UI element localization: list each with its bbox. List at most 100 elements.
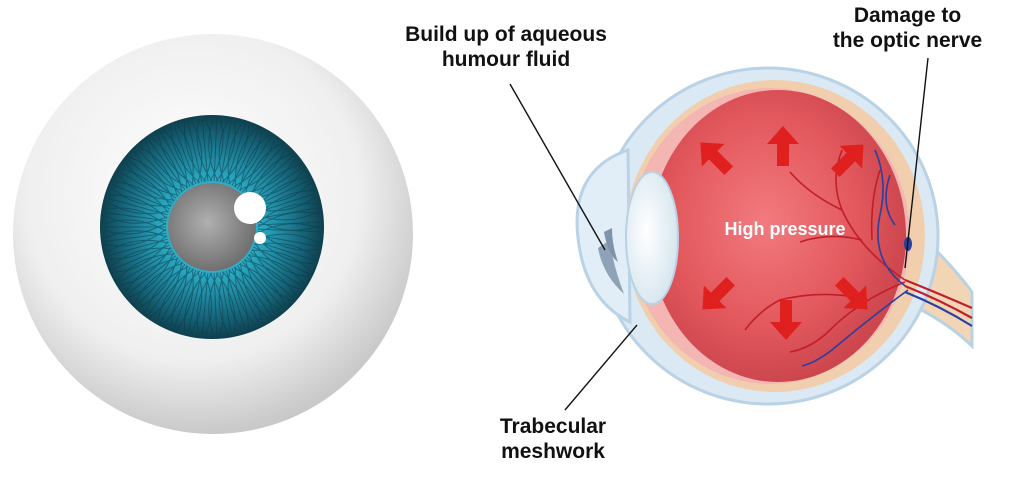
iris-fiber — [201, 272, 209, 335]
pressure-arrow-icon — [702, 277, 735, 310]
iris-fiber — [240, 134, 270, 192]
iris-fiber — [244, 258, 281, 311]
iris-fibers — [103, 118, 321, 336]
iris-fiber — [145, 141, 189, 188]
iris-fiber — [104, 232, 167, 242]
iris-fiber — [238, 147, 286, 191]
iris-fiber — [227, 269, 243, 331]
iris-fiber — [129, 252, 175, 298]
iris-fiber — [250, 251, 303, 287]
iris-fiber — [246, 256, 294, 299]
iris-fiber — [257, 203, 318, 224]
iris-fiber — [215, 121, 236, 182]
lens — [625, 171, 679, 305]
iris-fiber — [243, 259, 296, 296]
iris-fiber — [103, 219, 167, 232]
iris-fiber — [225, 270, 246, 330]
iris-fiber — [127, 159, 177, 199]
iris-fiber — [163, 130, 188, 189]
iris-fiber — [173, 269, 197, 329]
iris-fiber — [107, 238, 168, 257]
label-aqueous-line-1: Build up of aqueous — [405, 23, 607, 46]
front-eyeball — [13, 34, 413, 434]
pressure-arrow-icon — [700, 142, 733, 175]
iris-fiber — [218, 271, 229, 335]
iris-fiber — [104, 215, 168, 224]
label-trabecular-line-2: meshwork — [501, 440, 605, 463]
iris-fiber — [170, 127, 201, 184]
trabecular-meshwork-shape — [598, 240, 624, 294]
iris-fiber — [221, 125, 250, 183]
iris-fiber — [113, 240, 169, 273]
iris-fiber — [104, 212, 167, 222]
iris-fiber — [117, 253, 175, 280]
iris-fiber — [219, 120, 232, 182]
iris-fiber — [187, 121, 203, 183]
iris-fiber — [241, 261, 284, 309]
iris-fiber — [139, 146, 178, 197]
iris-fiber — [190, 270, 203, 334]
iris-fiber — [112, 244, 170, 270]
iris-fiber — [134, 150, 184, 192]
iris-fiber — [148, 139, 186, 191]
pressure-arrows — [700, 126, 868, 340]
label-optic-line-1: Damage to — [853, 4, 962, 27]
iris-fiber — [170, 270, 201, 327]
iris-fiber — [119, 171, 173, 204]
iris-fiber — [125, 258, 179, 293]
label-aqueous-humour: Build up of aqueous humour fluid — [358, 22, 654, 72]
iris-fiber — [190, 120, 203, 184]
iris-fiber — [231, 268, 260, 325]
iris-fiber — [104, 230, 168, 239]
iris-fiber — [209, 119, 224, 182]
iris-fiber — [112, 184, 170, 210]
iris-fiber — [196, 272, 213, 335]
iris-fiber — [150, 137, 183, 193]
pressure-arrow-icon — [835, 277, 868, 310]
iris-fiber — [107, 197, 168, 216]
iris-fiber — [231, 129, 260, 186]
iris-fiber — [213, 272, 218, 335]
iris-fiber — [125, 161, 179, 196]
iris-fiber — [253, 246, 310, 275]
iris-fiber — [208, 118, 219, 182]
iris-fiber — [105, 207, 167, 226]
iris-fiber — [111, 187, 172, 207]
iris-fiber — [244, 143, 281, 196]
iris-fiber — [209, 272, 224, 335]
iris-fiber — [129, 156, 175, 202]
pressure-arrow-icon — [767, 126, 799, 166]
iris-fiber — [257, 220, 321, 231]
iris-fiber — [127, 255, 177, 295]
iris-fiber — [176, 268, 194, 330]
iris-fiber — [160, 131, 191, 187]
pressure-arrow-icon — [770, 300, 802, 340]
iris-fiber — [139, 257, 178, 308]
leader-lines — [509, 57, 929, 411]
iris-fiber — [201, 119, 209, 182]
label-aqueous-line-2: humour fluid — [441, 48, 571, 71]
iris-fiber — [213, 119, 218, 182]
pressure-arrow-icon — [831, 144, 864, 177]
iris-fiber — [254, 242, 316, 258]
iris-fiber — [105, 228, 167, 247]
iris-fiber — [103, 222, 167, 235]
iris-fiber — [225, 124, 246, 184]
iris-fiber — [183, 272, 207, 332]
iris-fiber — [157, 268, 195, 321]
iris-fiber — [160, 267, 191, 323]
iris-fiber — [227, 123, 243, 185]
iris-fiber — [134, 262, 184, 304]
iris-fiber — [157, 133, 195, 186]
iris-fiber — [203, 272, 213, 335]
iris-fiber — [236, 136, 272, 189]
iris-fiber — [233, 138, 275, 187]
iris-fiber — [137, 259, 181, 306]
iris-fiber — [119, 250, 173, 283]
iris-fiber — [196, 119, 213, 182]
iris-fiber — [117, 174, 175, 201]
iris-fiber — [176, 124, 194, 186]
leader-optic — [904, 57, 929, 269]
pupil — [168, 183, 256, 271]
